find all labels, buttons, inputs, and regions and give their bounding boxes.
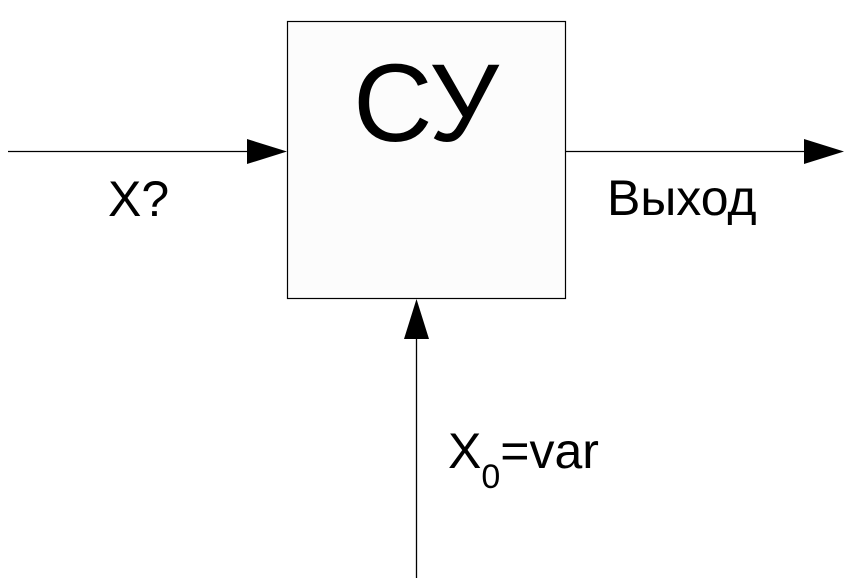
output-arrow	[566, 139, 844, 164]
control-arrowhead	[404, 299, 429, 339]
input-arrowhead	[247, 139, 287, 164]
control-label-base: X	[448, 423, 481, 479]
block-label: СУ	[353, 42, 500, 165]
control-system-block	[286, 20, 567, 300]
output-label: Выход	[607, 170, 757, 226]
control-label-rest: =var	[500, 423, 599, 479]
input-arrow	[8, 139, 287, 164]
control-arrow	[404, 299, 429, 578]
control-label-subscript: 0	[481, 458, 500, 496]
input-label: X?	[108, 171, 169, 227]
control-label: X0=var	[448, 423, 599, 496]
output-arrowhead	[804, 139, 844, 164]
